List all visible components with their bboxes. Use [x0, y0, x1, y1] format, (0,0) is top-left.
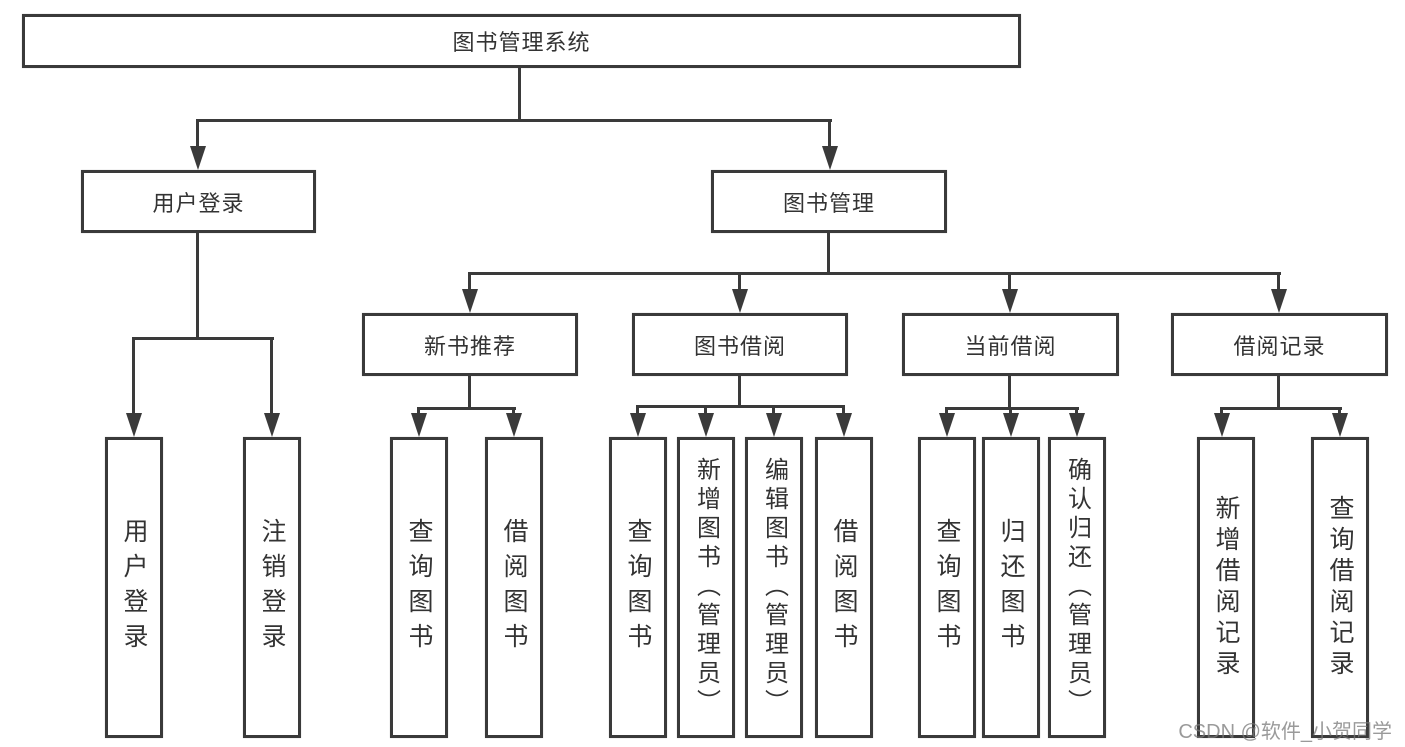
- arrowhead-icon: [732, 289, 748, 313]
- arrowhead-icon: [264, 413, 280, 437]
- node-book-management: 图书管理: [711, 170, 947, 233]
- leaf-confirm-return-admin: 确认归还（管理员）: [1048, 437, 1106, 738]
- leaf-borrow-books: 借阅图书: [815, 437, 873, 738]
- connector-line: [772, 405, 775, 415]
- connector-line: [196, 119, 199, 148]
- connector-line: [468, 272, 471, 291]
- connector-line: [945, 407, 948, 415]
- leaf-add-book-admin: 新增图书（管理员）: [677, 437, 735, 738]
- connector-line: [1338, 407, 1341, 415]
- connector-line: [828, 119, 831, 148]
- leaf-query-borrow-record: 查询借阅记录: [1311, 437, 1369, 738]
- arrowhead-icon: [1214, 413, 1230, 437]
- leaf-logout-login: 注销登录: [243, 437, 301, 738]
- arrowhead-icon: [506, 413, 522, 437]
- connector-line: [1277, 376, 1280, 410]
- connector-line: [417, 407, 420, 415]
- node-user-login: 用户登录: [81, 170, 316, 233]
- connector-line: [196, 233, 199, 340]
- connector-line: [1008, 272, 1011, 291]
- arrowhead-icon: [1332, 413, 1348, 437]
- arrowhead-icon: [836, 413, 852, 437]
- leaf-query-books-current: 查询图书: [918, 437, 976, 738]
- connector-line: [636, 405, 845, 408]
- connector-line: [132, 337, 135, 415]
- leaf-add-borrow-record: 新增借阅记录: [1197, 437, 1255, 738]
- connector-line: [512, 407, 515, 415]
- connector-line: [1008, 376, 1011, 410]
- connector-line: [468, 376, 471, 410]
- connector-line: [1220, 407, 1342, 410]
- connector-line: [132, 337, 274, 340]
- connector-line: [945, 407, 1079, 410]
- leaf-user-login: 用户登录: [105, 437, 163, 738]
- arrowhead-icon: [698, 413, 714, 437]
- leaf-query-books-borrow: 查询图书: [609, 437, 667, 738]
- connector-line: [1277, 272, 1280, 291]
- connector-line: [1009, 407, 1012, 415]
- connector-line: [270, 337, 273, 415]
- node-root: 图书管理系统: [22, 14, 1021, 68]
- connector-line: [738, 376, 741, 408]
- leaf-query-books-recommend: 查询图书: [390, 437, 448, 738]
- connector-line: [197, 119, 832, 122]
- arrowhead-icon: [1271, 289, 1287, 313]
- node-borrow-records: 借阅记录: [1171, 313, 1388, 376]
- connector-line: [468, 272, 1281, 275]
- watermark: CSDN @软件_小贺同学: [1178, 721, 1392, 743]
- leaf-return-books: 归还图书: [982, 437, 1040, 738]
- arrowhead-icon: [939, 413, 955, 437]
- connector-line: [518, 68, 521, 122]
- connector-line: [636, 405, 639, 415]
- arrowhead-icon: [1069, 413, 1085, 437]
- node-current-borrow: 当前借阅: [902, 313, 1119, 376]
- node-book-borrow: 图书借阅: [632, 313, 848, 376]
- arrowhead-icon: [126, 413, 142, 437]
- connector-line: [417, 407, 516, 410]
- arrowhead-icon: [822, 146, 838, 170]
- arrowhead-icon: [190, 146, 206, 170]
- arrowhead-icon: [462, 289, 478, 313]
- connector-line: [704, 405, 707, 415]
- arrowhead-icon: [411, 413, 427, 437]
- arrowhead-icon: [766, 413, 782, 437]
- leaf-edit-book-admin: 编辑图书（管理员）: [745, 437, 803, 738]
- arrowhead-icon: [1002, 289, 1018, 313]
- arrowhead-icon: [1003, 413, 1019, 437]
- connector-line: [738, 272, 741, 291]
- connector-line: [1075, 407, 1078, 415]
- node-new-book-recommend: 新书推荐: [362, 313, 578, 376]
- connector-line: [842, 405, 845, 415]
- arrowhead-icon: [630, 413, 646, 437]
- connector-line: [1220, 407, 1223, 415]
- connector-line: [827, 233, 830, 275]
- leaf-borrow-books-recommend: 借阅图书: [485, 437, 543, 738]
